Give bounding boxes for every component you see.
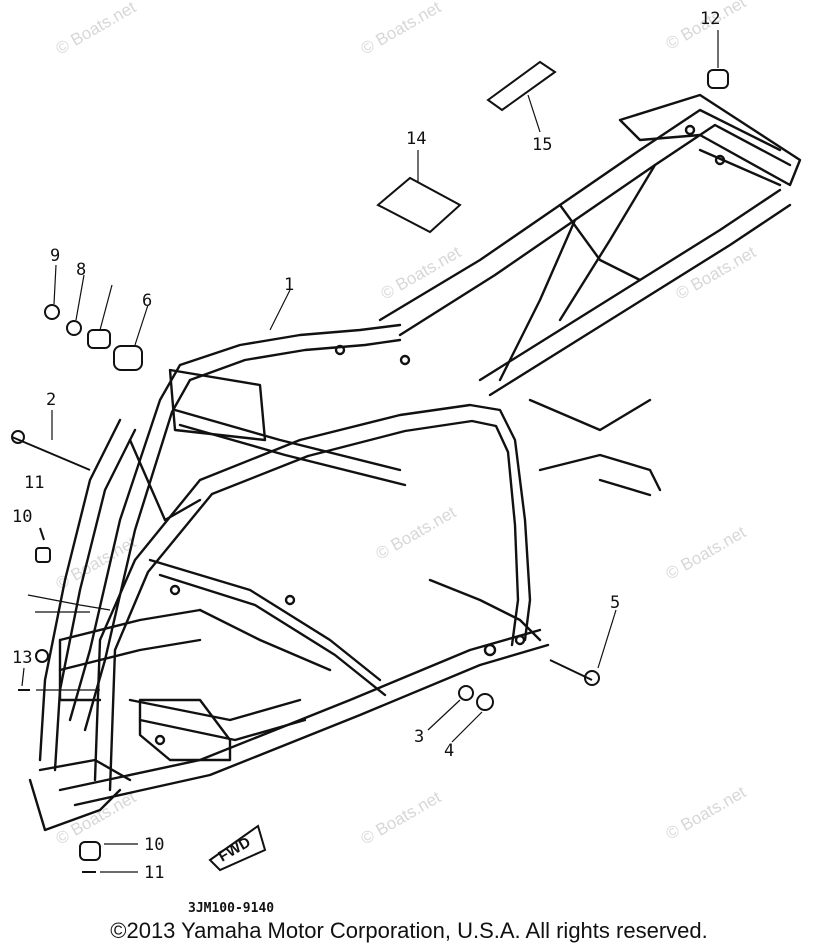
bracket-15	[486, 60, 557, 112]
part-label-8: 8	[76, 260, 86, 280]
part-label-11-top: 11	[24, 473, 44, 493]
watermark: © Boats.net	[358, 787, 445, 848]
watermark: © Boats.net	[358, 0, 445, 58]
nut-9	[44, 304, 60, 320]
watermark: © Boats.net	[663, 522, 750, 583]
part-label-15: 15	[532, 135, 552, 155]
part-label-6: 6	[142, 291, 152, 311]
small-parts	[11, 60, 729, 873]
washer-3	[458, 685, 474, 701]
watermark: © Boats.net	[53, 787, 140, 848]
watermark: © Boats.net	[663, 782, 750, 843]
leader-lines	[21, 30, 719, 873]
nut-4	[476, 693, 494, 711]
grommet-12	[35, 649, 49, 663]
bolt-2	[11, 436, 91, 471]
part-label-12: 13	[12, 648, 32, 668]
collar-part	[87, 329, 111, 349]
part-label-1: 1	[284, 275, 294, 295]
bushing-6	[113, 345, 143, 371]
diagram-code: 3JM100-9140	[188, 901, 274, 916]
bushing-13	[707, 69, 729, 89]
part-number-labels: 12 15 14 1 9 8 6 2 11 10 13 3 4 5 10 11	[12, 9, 720, 883]
part-label-4: 4	[444, 741, 454, 761]
watermark: © Boats.net	[373, 502, 460, 563]
part-label-14: 14	[406, 129, 426, 149]
part-label-3: 3	[414, 727, 424, 747]
frame-assembly	[28, 93, 802, 832]
fwd-arrow	[208, 824, 267, 872]
part-label-13: 12	[700, 9, 720, 29]
watermark: © Boats.net	[53, 0, 140, 58]
copyright-notice: ©2013 Yamaha Motor Corporation, U.S.A. A…	[110, 918, 708, 943]
fwd-label: FWD	[216, 834, 254, 866]
part-label-11-bottom: 11	[144, 863, 164, 883]
damper-10-bottom	[79, 841, 101, 861]
part-label-10-bottom: 10	[144, 835, 164, 855]
washer-8	[66, 320, 82, 336]
part-label-2: 2	[46, 390, 56, 410]
part-label-10-top: 10	[12, 507, 32, 527]
part-label-9: 9	[50, 246, 60, 266]
pad-14	[376, 176, 462, 234]
watermarks: © Boats.net © Boats.net © Boats.net © Bo…	[53, 0, 760, 848]
damper-10-top	[35, 547, 51, 563]
part-label-5: 5	[610, 593, 620, 613]
